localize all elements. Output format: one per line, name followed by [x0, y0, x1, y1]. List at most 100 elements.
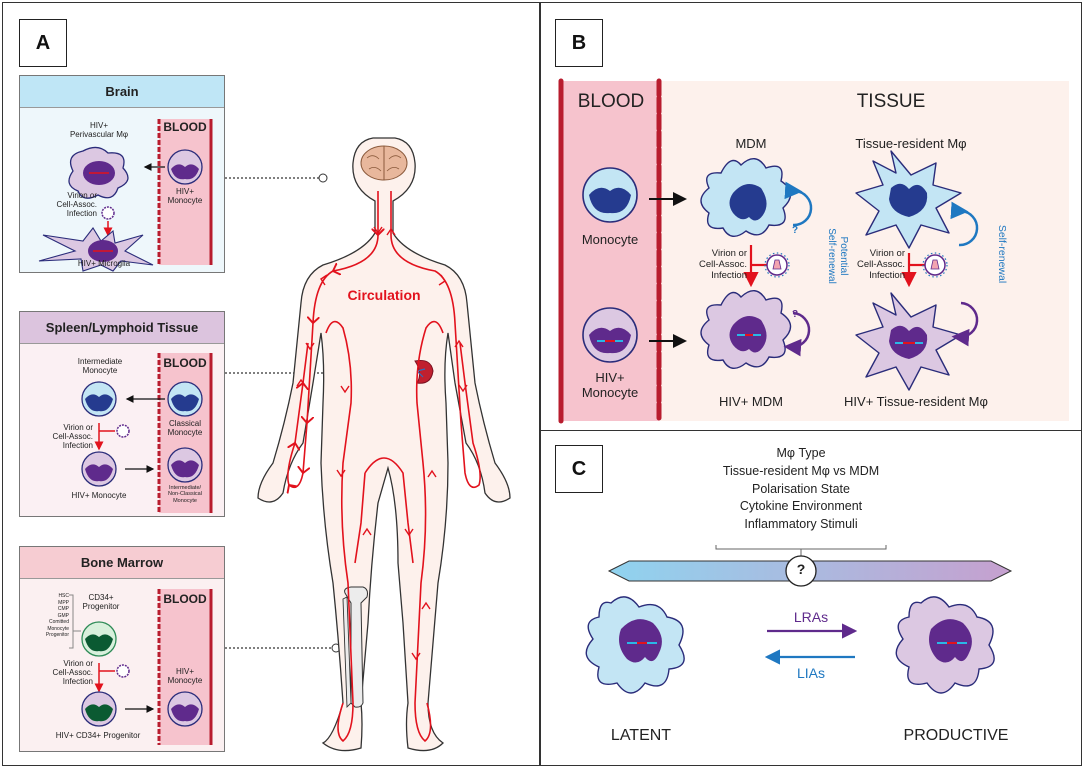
blood-monocyte: [582, 167, 638, 223]
tissue-resident-cell: [855, 150, 962, 249]
lras-label: LRAs: [793, 609, 829, 625]
progenitor-type: CMP: [57, 606, 69, 612]
spleen-title: Spleen/Lymphoid Tissue: [20, 312, 224, 344]
hiv-tissue-resident-label: HIV+ Tissue-resident Mφ: [844, 394, 988, 409]
panel-b-hiv-monocyte-label: HIV+Monocyte: [563, 370, 657, 401]
circulation-chevrons: [296, 226, 468, 661]
productive-macrophage: [895, 596, 995, 694]
hiv-mdm-label: HIV+ MDM: [719, 394, 783, 409]
perivascular-label: HIV+Perivascular Mφ: [61, 121, 137, 139]
mdm-self-renewal-arrow: [784, 181, 813, 227]
mdm-infection-line-3: Infection: [711, 269, 747, 281]
mdm-infection-line-1: Virion or: [711, 248, 747, 259]
hiv-mdm-cell: [700, 290, 792, 369]
spleen-hiv-monocyte-label: HIV+ Monocyte: [71, 491, 127, 500]
factor-item: Polarisation State: [752, 481, 850, 496]
progenitor-type: Comitted: [48, 619, 69, 625]
classical-monocyte: [167, 381, 203, 417]
bone-infection-line-1: Virion or: [63, 659, 93, 668]
perivascular-line-1: HIV+: [89, 121, 108, 130]
cd34-progenitor: [81, 621, 117, 657]
mdm-virion-icon: [764, 252, 790, 278]
mdm-cell: [700, 158, 792, 237]
panel-c: C Mφ Type Tissue-resident Mφ vs MDM Pola…: [540, 430, 1082, 766]
progenitor-type: GMP: [57, 612, 69, 619]
bone-marrow-title: Bone Marrow: [20, 547, 224, 579]
hiv-cd34-progenitor: [81, 691, 117, 727]
spleen-hiv-monocyte: [81, 451, 117, 487]
nonclassical-monocyte: [167, 447, 203, 483]
mdm-question-mark: ?: [791, 225, 799, 236]
spleen-infection-line-1: Virion or: [63, 423, 93, 432]
intermediate-line-1: Intermediate: [77, 357, 123, 366]
mdm-label: MDM: [735, 136, 767, 151]
bone-hiv-monocyte: [167, 691, 203, 727]
hiv-mdm-self-renewal-arrow: [783, 311, 811, 357]
hiv-tissue-self-renewal-arrow: [951, 301, 979, 347]
hiv-monocyte-line-2: Monocyte: [581, 384, 639, 400]
progenitor-types-list: HSC MPP CMP GMP Comitted Monocyte Progen…: [31, 593, 69, 639]
bone-virion-icon: [116, 664, 130, 678]
cd34-line-1: CD34+: [88, 593, 114, 602]
human-body-outline: [257, 137, 511, 752]
perivascular-line-2: Perivascular Mφ: [69, 130, 129, 140]
bone-hiv-line-2: Monocyte: [167, 676, 203, 686]
virion-icon: [101, 206, 115, 220]
latent-label: LATENT: [610, 727, 672, 744]
hiv-microglia: [38, 227, 154, 272]
spleen-blood-column: [157, 353, 213, 513]
potential-line-2: Self-renewal: [826, 228, 838, 284]
cd34-label: CD34+Progenitor: [73, 593, 129, 611]
brain-monocyte-line-1: HIV+: [175, 187, 194, 196]
tibia-bone-icon: [342, 586, 368, 709]
nonclassical-line-2: Non-Classical: [168, 491, 202, 498]
brain-infection-line-2: Cell-Assoc.: [56, 200, 97, 210]
brain-organ-icon: [360, 145, 408, 181]
spectrum-question-mark: ?: [796, 561, 806, 577]
lias-label: LIAs: [796, 665, 825, 681]
panel-a-drawing: [38, 119, 511, 752]
panel-a-label: A: [19, 19, 67, 67]
bone-hiv-line-1: HIV+: [175, 667, 194, 676]
panel-b-drawing: [558, 78, 1069, 424]
microglia-label: HIV+ Microglia: [77, 259, 131, 268]
mdm-infection-line-2: Cell-Assoc.: [698, 258, 747, 270]
classical-line-2: Monocyte: [167, 428, 203, 438]
circulation-label: Circulation: [347, 287, 421, 303]
tissue-self-renewal-arrow: [950, 201, 979, 247]
productive-label: PRODUCTIVE: [903, 727, 1009, 744]
hiv-cd34-label: HIV+ CD34+ Progenitor: [55, 731, 141, 740]
bone-blood-label: BLOOD: [163, 592, 207, 606]
factor-item: Cytokine Environment: [739, 499, 863, 514]
bone-hiv-monocyte-label: HIV+Monocyte: [159, 667, 211, 685]
perivascular-macrophage: [68, 146, 129, 199]
bone-infection-line-2: Cell-Assoc.: [52, 668, 93, 678]
nonclassical-line-3: Monocyte: [173, 497, 197, 504]
tissue-resident-label: Tissue-resident Mφ: [855, 136, 967, 151]
panel-b-monocyte-label: Monocyte: [581, 232, 639, 247]
factor-item: Inflammatory Stimuli: [744, 517, 858, 531]
panel-a: A Brain Spleen/Lymphoid Tissue Bone Marr…: [2, 2, 540, 766]
blood-region: [561, 81, 659, 421]
factor-item: Mφ Type: [776, 446, 826, 460]
brain-hiv-monocyte: [167, 149, 203, 185]
progenitor-type: Monocyte: [47, 625, 69, 632]
hiv-tissue-resident-cell: [855, 292, 962, 391]
panel-b-tissue-label: TISSUE: [856, 91, 926, 112]
bone-infection-line-3: Infection: [62, 677, 93, 687]
brain-leader-dot: [318, 173, 328, 183]
factor-list: Mφ Type Tissue-resident Mφ vs MDM Polari…: [671, 445, 931, 534]
brain-title: Brain: [20, 76, 224, 108]
hiv-mdm-question-mark: ?: [791, 309, 799, 320]
latent-macrophage: [585, 596, 685, 694]
factor-item: Tissue-resident Mφ vs MDM: [722, 463, 880, 478]
progenitor-type: MPP: [58, 599, 69, 606]
